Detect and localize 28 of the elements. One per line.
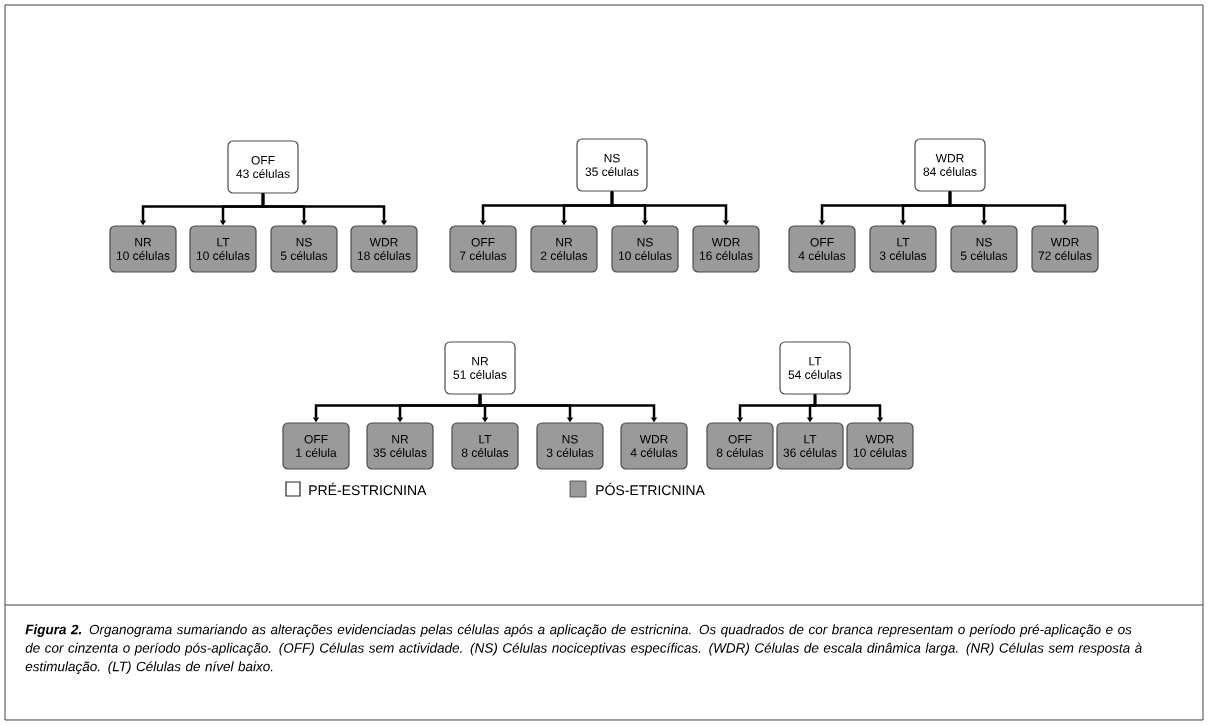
post-box: WDR 4 células xyxy=(620,422,688,470)
pre-box: OFF 43 células xyxy=(227,140,299,194)
post-box: WDR 10 células xyxy=(846,422,914,470)
post-box: NS 5 células xyxy=(270,225,338,273)
pre-box: WDR 84 células xyxy=(914,138,986,192)
post-box: WDR 18 células xyxy=(350,225,418,273)
legend-label: PÓS-ETRICNINA xyxy=(596,482,705,496)
post-box: WDR 72 células xyxy=(1031,225,1099,273)
post-box: NS 5 células xyxy=(950,225,1018,273)
caption: Figura 2. Organograma sumariando as alterações evidenciadas pelas células após a aplicação de estricnina. Os quadrados de cor branca representam o período pré-aplicação e os de cor cinzenta o período pós-aplicação. (OFF) Células sem actividade. (NS) Células nociceptivas específicas. (WDR) Células de escala dinâmica larga. (NR) Células sem resposta à estimulação. (LT) Células de nível baixo. xyxy=(25,624,1142,674)
post-box: WDR 16 células xyxy=(692,225,760,273)
post-box: LT 36 células xyxy=(776,422,844,470)
post-box: NR 2 células xyxy=(530,225,598,273)
post-box: LT 8 células xyxy=(451,422,519,470)
post-box: NR 10 células xyxy=(109,225,177,273)
post-box: NS 10 células xyxy=(611,225,679,273)
pre-box: NR 51 células xyxy=(444,341,516,395)
pre-box: NS 35 células xyxy=(576,138,648,192)
post-box: OFF 7 células xyxy=(449,225,517,273)
post-box: NR 35 células xyxy=(366,422,434,470)
legend-label: PRÉ-ESTRICNINA xyxy=(309,482,427,496)
post-box: LT 3 células xyxy=(869,225,937,273)
post-box: OFF 4 células xyxy=(788,225,856,273)
pre-box: LT 54 células xyxy=(779,341,851,395)
post-box: LT 10 células xyxy=(189,225,257,273)
post-box: NS 3 células xyxy=(536,422,604,470)
post-box: OFF 1 célula xyxy=(282,422,350,470)
post-box: OFF 8 células xyxy=(706,422,774,470)
